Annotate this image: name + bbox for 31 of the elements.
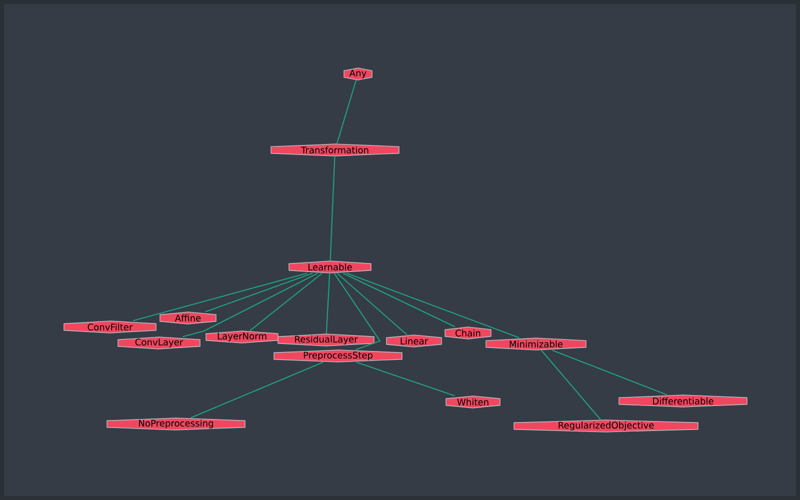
- connector-line: [190, 362, 324, 418]
- hexagon-node: ConvLayer: [118, 336, 200, 350]
- connector-line: [356, 362, 455, 396]
- hexagon-node: Affine: [160, 312, 216, 324]
- connector-line: [205, 272, 313, 312]
- hexagon-node: PreprocessStep: [274, 350, 402, 362]
- connector-line: [334, 272, 381, 350]
- hexagon-node: LayerNorm: [206, 330, 278, 344]
- hexagon-node: NoPreprocessing: [106, 418, 246, 430]
- connector-line: [552, 350, 668, 396]
- hexagon-node: Transformation: [270, 144, 400, 156]
- connector-line: [342, 272, 456, 328]
- hexagon-node: Minimizable: [486, 338, 586, 350]
- connector-line: [182, 272, 318, 338]
- connector-line: [336, 272, 408, 336]
- connector-line: [326, 273, 330, 334]
- connector-line: [132, 272, 308, 322]
- hexagon-node: ConvFilter: [64, 320, 156, 334]
- hexagon-node: ResidualLayer: [278, 334, 374, 346]
- connector-line: [540, 350, 602, 420]
- connector-line: [330, 156, 336, 261]
- connector-line: [250, 272, 322, 332]
- hexagon-node: Whiten: [446, 396, 500, 408]
- hexagon-node: Any: [344, 68, 372, 80]
- hexagon-node: Chain: [444, 326, 492, 340]
- hexagon-node: RegularizedObjective: [514, 420, 698, 432]
- hexagon-node: Learnable: [288, 260, 372, 274]
- hexagon-node: Differentiable: [618, 394, 748, 408]
- connector-line: [336, 80, 357, 144]
- connector-line: [346, 272, 520, 338]
- hexagon-node: Linear: [386, 334, 442, 348]
